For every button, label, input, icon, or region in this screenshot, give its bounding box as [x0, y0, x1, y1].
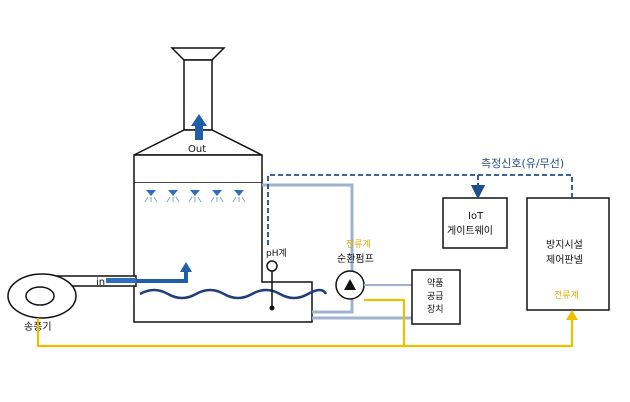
scrubber-tower — [133, 154, 313, 323]
out-label: Out — [188, 144, 206, 155]
nozzle-icon — [144, 190, 158, 203]
signal-line — [267, 174, 573, 245]
nozzle-icon — [210, 190, 224, 203]
chemical-label-2: 공급 — [427, 291, 444, 302]
panel-ammeter-label: 전류계 — [554, 289, 579, 301]
nozzle-icon — [188, 190, 202, 203]
spray-pipe — [262, 183, 354, 314]
panel-label-2: 제어판넬 — [546, 254, 583, 266]
iot-gateway-box: IoT 게이트웨이 — [442, 197, 508, 249]
chemical-supply-unit: 약품 공급 장치 — [411, 269, 461, 325]
control-panel-box: 방지시설 제어판넬 전류계 — [526, 197, 610, 311]
nozzle-icon — [232, 190, 246, 203]
iot-label-2: 게이트웨이 — [447, 225, 493, 237]
circulation-pump-icon — [335, 270, 365, 300]
chemical-label-1: 약품 — [427, 277, 444, 289]
ph-meter-icon — [266, 260, 278, 311]
in-label: in — [96, 277, 105, 288]
nozzle-icon — [166, 190, 180, 203]
panel-label-1: 방지시설 — [546, 239, 583, 251]
ph-meter-label: pH계 — [266, 247, 287, 259]
out-arrow-icon — [191, 114, 207, 140]
power-line — [36, 298, 578, 348]
iot-label-1: IoT — [468, 211, 484, 222]
chemical-label-3: 장치 — [427, 303, 444, 315]
spray-nozzles — [144, 190, 246, 203]
signal-label: 측정신호(유/무선) — [481, 157, 564, 170]
gas-flow-arrow-icon — [136, 262, 192, 283]
pump-ammeter-label: 전류계 — [346, 238, 371, 250]
pump-label: 순환펌프 — [337, 253, 374, 265]
water-surface — [139, 288, 328, 300]
blower-icon — [7, 273, 77, 319]
